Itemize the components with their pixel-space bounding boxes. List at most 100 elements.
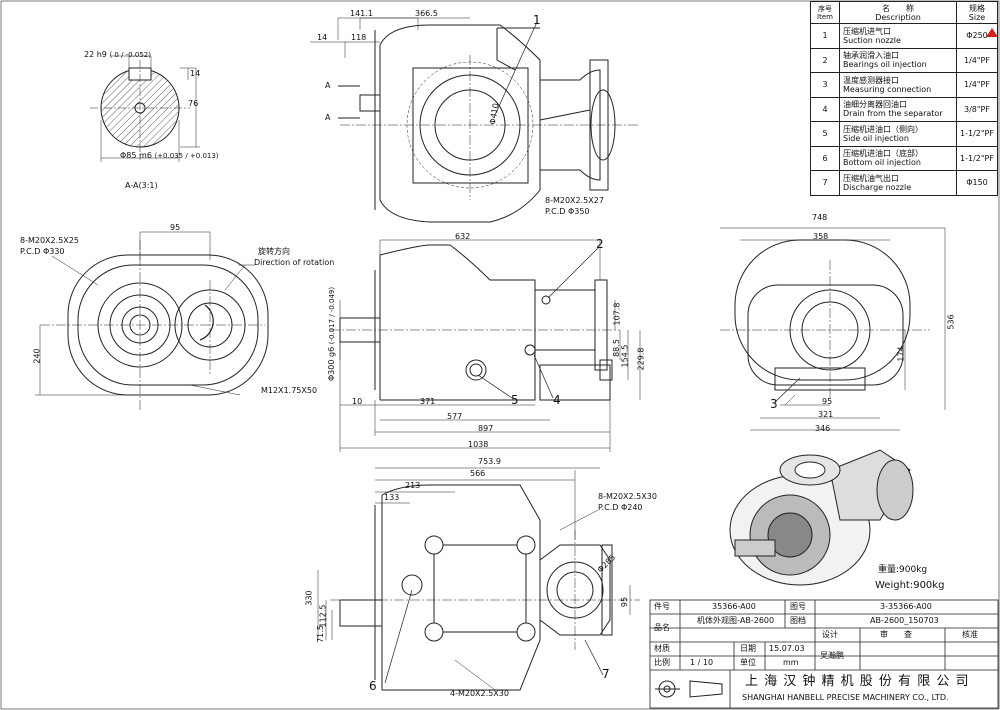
bolt-note-top: 8-M20X2.5X27 [545, 196, 604, 205]
dim-330: 330 [304, 590, 314, 606]
item-no: 4 [810, 96, 840, 122]
balloon-1: 1 [533, 13, 541, 27]
dim-577: 577 [447, 412, 463, 421]
dim-748: 748 [812, 213, 828, 222]
dim-371: 371 [420, 397, 436, 406]
item-desc-en: Drain from the separator [843, 109, 943, 119]
thread-note: M12X1.75X50 [261, 386, 318, 395]
pcd-note-left: P.C.D Φ330 [20, 247, 65, 256]
item-desc: 压缩机进油口（底部）Bottom oil injection [839, 145, 957, 171]
dim-118: 118 [351, 33, 367, 42]
dim-1038: 1038 [468, 440, 489, 449]
drawing-name: 机体外观图-AB-2600 [697, 616, 775, 625]
balloon-5: 5 [511, 393, 519, 407]
unit-label: 单位 [740, 658, 756, 667]
item-desc-en: Suction nozzle [843, 35, 901, 45]
scale-value: 1 / 10 [690, 658, 714, 667]
section-label: A-A(3:1) [125, 181, 158, 190]
dim-141: 141.1 [350, 9, 373, 18]
item-size: Φ150 [956, 170, 998, 196]
drawing-no: 3-35366-A00 [880, 602, 932, 611]
date-value: 15.07.03 [769, 644, 805, 653]
item-desc-cn: 压缩机进气口 [843, 26, 891, 36]
item-desc-en: Bearings oil injection [843, 60, 927, 70]
rotation-en: Direction of rotation [254, 258, 335, 267]
bolt-note-left: 8-M20X2.5X25 [20, 236, 79, 245]
item-no: 5 [810, 121, 840, 147]
item-desc-cn: 油细分离器回油口 [843, 100, 907, 110]
item-desc-cn: 温度感测器接口 [843, 75, 899, 85]
balloon-leaders [384, 21, 801, 684]
end-view-left [35, 231, 269, 410]
dim-632: 632 [455, 232, 471, 241]
item-size: 1-1/2"PF [956, 121, 998, 147]
item-desc-en: Bottom oil injection [843, 158, 921, 168]
section-a-a [90, 55, 200, 162]
item-desc-cn: 压缩机进油口（底部） [843, 149, 923, 159]
file-label: 图档 [790, 616, 806, 625]
dim-358: 358 [813, 232, 829, 241]
shaft-dim: Φ85 m6 (+0.035 / +0.013) [120, 151, 219, 160]
date-label: 日期 [740, 644, 756, 653]
dim-897: 897 [478, 424, 494, 433]
item-size: Φ250 [956, 23, 998, 49]
dim-566: 566 [470, 469, 486, 478]
item-no: 6 [810, 145, 840, 171]
company-name-cn: 上 海 汉 钟 精 机 股 份 有 限 公 司 [745, 674, 970, 689]
review-label: 审 查 [880, 630, 912, 639]
item-size: 1/4"PF [956, 47, 998, 73]
balloon-7: 7 [602, 667, 610, 681]
right-view [720, 227, 946, 431]
item-desc-cn: 轴承润滑入油口 [843, 51, 899, 61]
bolt-note-bottom-top: 8-M20X2.5X30 [598, 492, 657, 501]
balloon-2: 2 [596, 237, 604, 251]
dim-95-bottom: 95 [620, 596, 630, 608]
item-desc-en: Measuring connection [843, 84, 932, 94]
shaft-note-front: Φ300 g6 (-0.017 / -0.049) [327, 286, 337, 382]
item-size: 3/8"PF [956, 96, 998, 122]
key-dim-label: 22 h9 ( 0 / -0.052) [84, 50, 151, 59]
pcd-note-bottom: P.C.D Φ240 [598, 503, 643, 512]
part-no-label: 件号 [654, 602, 670, 611]
pcd-note-top: P.C.D Φ350 [545, 207, 590, 216]
weight-en: Weight:900kg [875, 580, 945, 591]
dim-321: 321 [818, 410, 834, 419]
item-no: 1 [810, 23, 840, 49]
balloon-3: 3 [770, 397, 778, 411]
front-view [330, 239, 641, 452]
dim-213: 213 [405, 481, 421, 490]
item-desc: 压缩机进油口（侧向）Side oil injection [839, 121, 957, 147]
dim-174: 174 [896, 346, 906, 362]
file-name: AB-2600_150703 [870, 616, 939, 625]
bolt-note-bottom: 4-M20X2.5X30 [450, 689, 509, 698]
weight-cn: 重量:900kg [878, 565, 928, 575]
title-block-frame [649, 599, 999, 709]
balloon-4: 4 [553, 393, 561, 407]
isometric-view [729, 449, 914, 586]
dim-76: 76 [188, 99, 199, 108]
rotation-cn: 旋转方向 [258, 247, 290, 256]
scale-label: 比例 [654, 658, 670, 667]
item-size: 1-1/2"PF [956, 145, 998, 171]
approve-label: 核准 [962, 630, 978, 639]
item-size: 1/4"PF [956, 72, 998, 98]
item-no: 7 [810, 170, 840, 196]
top-view [310, 17, 640, 223]
dim-753: 753.9 [478, 457, 501, 466]
drawing-no-label: 图号 [790, 602, 806, 611]
